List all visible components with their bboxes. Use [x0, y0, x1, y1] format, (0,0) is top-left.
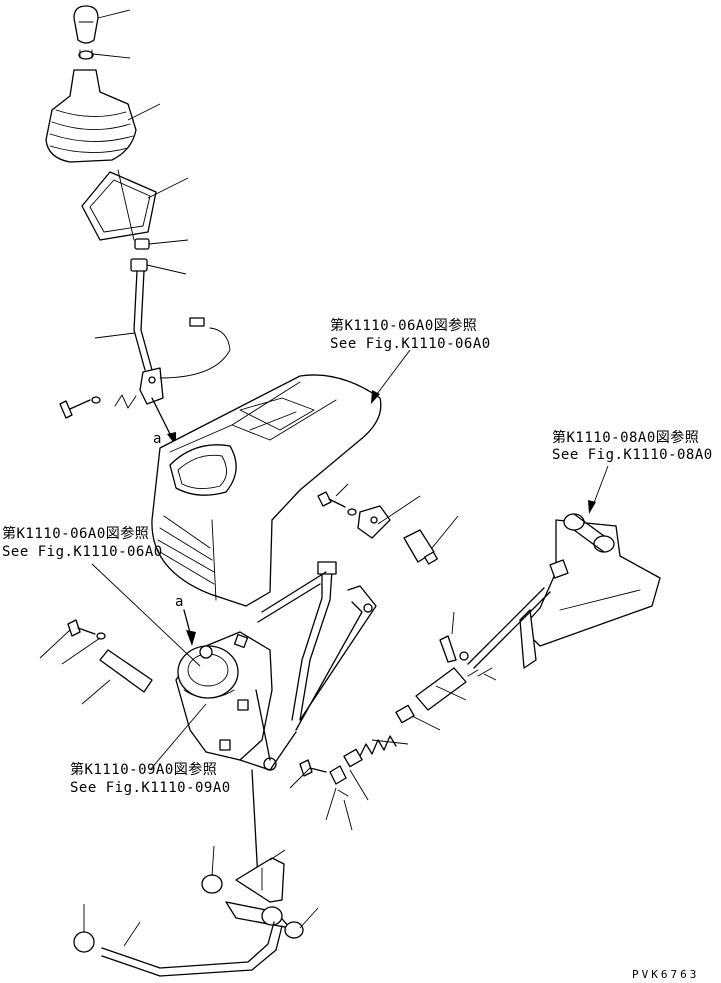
reference-1: 第K1110-06A0図参照 See Fig.K1110-06A0	[330, 317, 491, 352]
view-marker-a-1: a	[153, 431, 162, 447]
reference-2: 第K1110-08A0図参照 See Fig.K1110-08A0	[552, 429, 713, 463]
knob-nut	[78, 50, 94, 60]
reference-3-en: See Fig.K1110-06A0	[2, 544, 163, 560]
middle-hardware	[257, 491, 438, 731]
pilot-valve: a	[67, 594, 297, 771]
lever-clamp	[134, 238, 150, 250]
reference-2-ja: 第K1110-08A0図参照	[552, 429, 699, 446]
leader-lines-top	[92, 9, 189, 339]
bushing	[284, 921, 304, 939]
reference-2-en: See Fig.K1110-08A0	[552, 447, 713, 463]
reference-3-ja: 第K1110-06A0図参照	[2, 525, 149, 542]
lower-assembly	[73, 769, 304, 977]
bushing	[201, 874, 223, 894]
pedal-assembly	[299, 513, 661, 797]
reference-4: 第K1110-09A0図参照 See Fig.K1110-09A0	[70, 761, 231, 796]
pedal-bracket	[521, 519, 661, 647]
reference-3: 第K1110-06A0図参照 See Fig.K1110-06A0	[2, 525, 163, 560]
console-cover	[151, 374, 382, 607]
lever-joint	[130, 258, 148, 272]
bolt	[59, 400, 73, 419]
bolt	[317, 491, 332, 507]
boot-plate	[81, 171, 157, 241]
reference-leaders	[91, 349, 609, 771]
view-marker-a-2: a	[175, 594, 184, 610]
lever-rod	[133, 270, 146, 371]
bolt	[299, 759, 313, 777]
washer	[347, 508, 357, 516]
nut	[395, 704, 415, 724]
washer	[96, 632, 106, 640]
leader-lines-bottom	[39, 483, 497, 947]
lever-knob	[73, 5, 99, 44]
lever-assembly: a	[45, 5, 231, 447]
rod-cylinder	[415, 667, 467, 711]
reference-4-ja: 第K1110-09A0図参照	[70, 761, 217, 778]
spring	[359, 735, 397, 757]
switch-connector	[189, 317, 205, 327]
bolt	[67, 619, 81, 637]
lever-base	[139, 367, 164, 405]
switch-wire	[159, 327, 231, 379]
washer	[91, 396, 101, 404]
drawing-code: PVK6763	[632, 968, 699, 981]
console-opening	[169, 444, 237, 496]
lower-rod	[101, 921, 275, 969]
reference-4-en: See Fig.K1110-09A0	[70, 780, 231, 796]
reference-1-en: See Fig.K1110-06A0	[330, 336, 491, 352]
reference-1-ja: 第K1110-06A0図参照	[330, 317, 477, 334]
pin	[99, 649, 153, 693]
